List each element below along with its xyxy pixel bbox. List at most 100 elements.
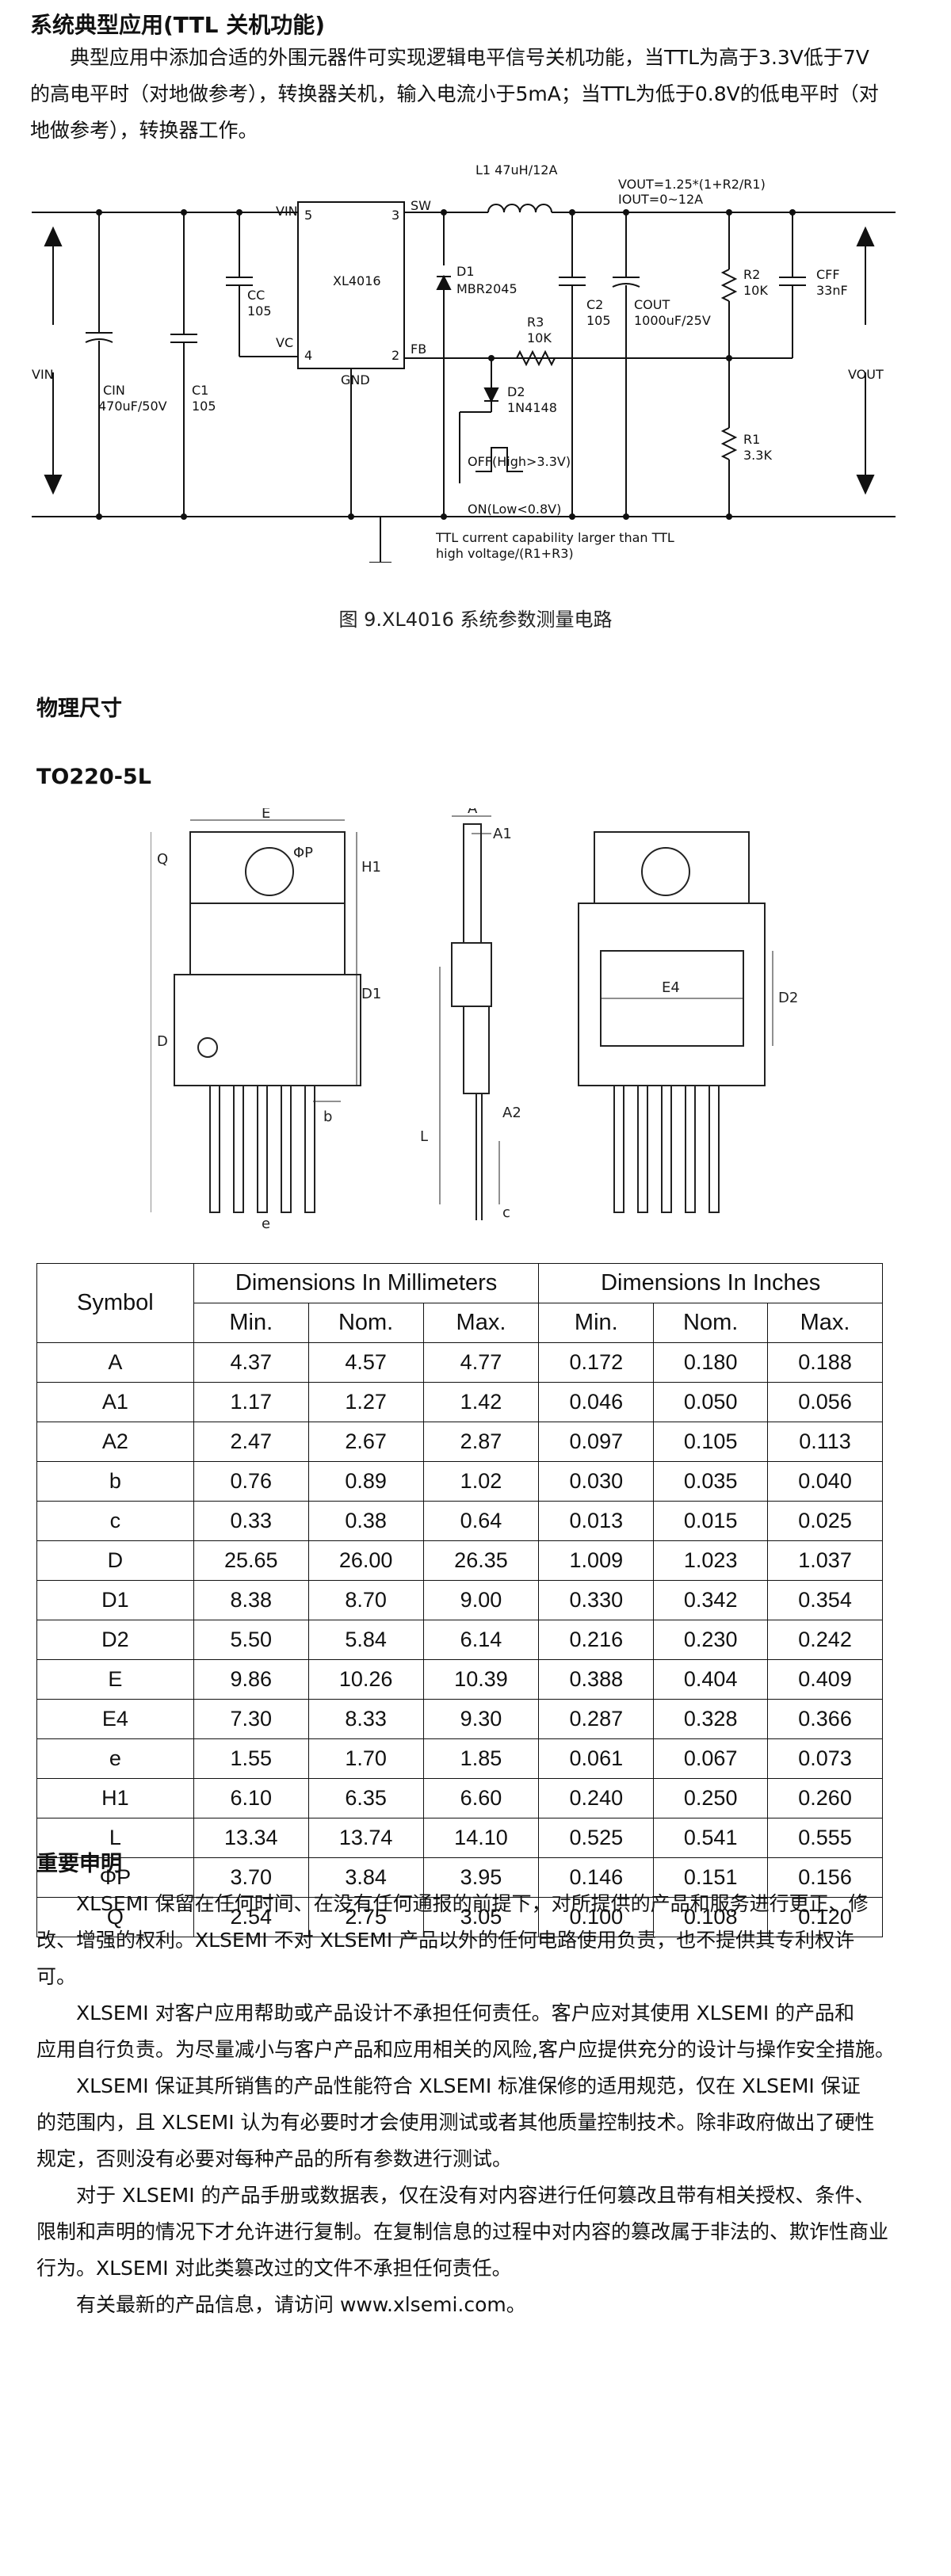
value-cell: 3.95	[422, 1857, 540, 1898]
section-title: 系统典型应用(TTL 关机功能)	[30, 12, 326, 38]
label-cout: COUT	[634, 297, 670, 312]
value-cell: 0.073	[767, 1738, 883, 1779]
dim-label-h1: H1	[361, 859, 381, 876]
value-cell: 1.85	[422, 1738, 540, 1779]
value-cell: 6.60	[422, 1778, 540, 1818]
value-cell: 0.555	[767, 1818, 883, 1858]
pin-2: 2	[391, 348, 399, 363]
pin-4: 4	[304, 348, 312, 363]
value-cell: 0.105	[653, 1422, 769, 1462]
label-cc: CC	[247, 288, 265, 303]
value-cell: 0.287	[538, 1699, 655, 1739]
package-drawing: E ΦP Q H1 D1 D b e L A A1 A2 c E4 D2	[151, 808, 798, 1232]
notice-line: 规定，否则没有必要对每种产品的所有参数进行测试。	[36, 2147, 513, 2170]
intro-line: 典型应用中添加合适的外围元器件可实现逻辑电平信号关机功能，当TTL为高于3.3V…	[70, 46, 869, 69]
sub-header-mm-nom: Nom.	[307, 1303, 424, 1343]
value-cell: 8.70	[307, 1580, 424, 1620]
value-cell: 14.10	[422, 1818, 540, 1858]
value-cin: 470uF/50V	[98, 399, 167, 414]
value-cell: 0.108	[653, 1897, 769, 1937]
label-c1: C1	[192, 383, 208, 398]
dim-label-phip: ΦP	[293, 845, 313, 861]
label-cin: CIN	[103, 383, 125, 398]
value-cell: 0.180	[653, 1342, 769, 1383]
notice-line: 对于 XLSEMI 的产品手册或数据表，仅在没有对内容进行任何篡改且带有相关授权…	[76, 2184, 875, 2207]
label-vout: VOUT	[848, 367, 884, 382]
value-cell: 5.84	[307, 1620, 424, 1660]
value-cff: 33nF	[816, 283, 848, 298]
label-l1: L1 47uH/12A	[476, 162, 557, 177]
value-cell: 4.37	[193, 1342, 309, 1383]
label-d2: D2	[507, 384, 525, 399]
value-cell: 2.47	[193, 1422, 309, 1462]
physical-title: 物理尺寸	[36, 696, 122, 721]
package-name: TO220-5L	[36, 765, 151, 789]
dim-label-c: c	[502, 1204, 510, 1221]
inch-header: Dimensions In Inches	[538, 1263, 883, 1303]
dim-label-a2: A2	[502, 1105, 521, 1121]
value-cell: 26.00	[307, 1540, 424, 1581]
value-cell: 0.040	[767, 1461, 883, 1502]
value-c1: 105	[192, 399, 216, 414]
pin-gnd: GND	[341, 372, 370, 387]
value-cell: 3.84	[307, 1857, 424, 1898]
value-cell: 0.330	[538, 1580, 655, 1620]
dim-label-l: L	[420, 1128, 428, 1145]
label-r3: R3	[527, 315, 544, 330]
value-cell: 8.38	[193, 1580, 309, 1620]
ic-name: XL4016	[333, 273, 381, 288]
pin-vc: VC	[276, 335, 293, 350]
pin-3: 3	[391, 208, 399, 223]
value-cell: 0.89	[307, 1461, 424, 1502]
formula-vout: VOUT=1.25*(1+R2/R1)	[618, 177, 766, 192]
symbol-cell: A2	[36, 1422, 194, 1462]
value-cell: 0.33	[193, 1501, 309, 1541]
value-cell: 1.009	[538, 1540, 655, 1581]
ttl-note-line2: high voltage/(R1+R3)	[436, 546, 574, 561]
value-cell: 9.86	[193, 1659, 309, 1700]
dim-label-a1: A1	[493, 826, 512, 842]
value-cell: 0.061	[538, 1738, 655, 1779]
value-cell: 0.242	[767, 1620, 883, 1660]
label-r1: R1	[743, 432, 760, 447]
dim-label-e4: E4	[662, 979, 680, 996]
value-cc: 105	[247, 303, 272, 319]
symbol-cell: D1	[36, 1580, 194, 1620]
value-cell: 6.14	[422, 1620, 540, 1660]
value-cell: 7.30	[193, 1699, 309, 1739]
value-cell: 0.366	[767, 1699, 883, 1739]
value-cell: 0.250	[653, 1778, 769, 1818]
value-cell: 10.26	[307, 1659, 424, 1700]
value-cell: 4.77	[422, 1342, 540, 1383]
value-cell: 2.75	[307, 1897, 424, 1937]
value-cell: 0.172	[538, 1342, 655, 1383]
value-cell: 0.056	[767, 1382, 883, 1422]
value-cell: 2.54	[193, 1897, 309, 1937]
value-r2: 10K	[743, 283, 768, 298]
value-r1: 3.3K	[743, 448, 772, 463]
sub-header-mm-min: Min.	[193, 1303, 309, 1343]
value-cell: 0.409	[767, 1659, 883, 1700]
value-cell: 0.188	[767, 1342, 883, 1383]
value-cout: 1000uF/25V	[634, 313, 711, 328]
value-cell: 0.216	[538, 1620, 655, 1660]
pin-fb: FB	[411, 342, 426, 357]
dim-label-d: D	[157, 1033, 168, 1050]
value-cell: 9.00	[422, 1580, 540, 1620]
intro-paragraph: 典型应用中添加合适的外围元器件可实现逻辑电平信号关机功能，当TTL为高于3.3V…	[30, 40, 926, 149]
notice-line: 改、增强的权利。XLSEMI 不对 XLSEMI 产品以外的任何电路使用负责，也…	[36, 1929, 855, 1952]
notice-line: 限制和声明的情况下才允许进行复制。在复制信息的过程中对内容的篡改属于非法的、欺诈…	[36, 2220, 889, 2243]
value-cell: 0.38	[307, 1501, 424, 1541]
value-cell: 0.035	[653, 1461, 769, 1502]
value-c2: 105	[586, 313, 611, 328]
value-cell: 1.55	[193, 1738, 309, 1779]
value-cell: 0.030	[538, 1461, 655, 1502]
pin-vin: VIN	[276, 204, 298, 219]
mm-header: Dimensions In Millimeters	[193, 1263, 540, 1303]
value-cell: 0.067	[653, 1738, 769, 1779]
